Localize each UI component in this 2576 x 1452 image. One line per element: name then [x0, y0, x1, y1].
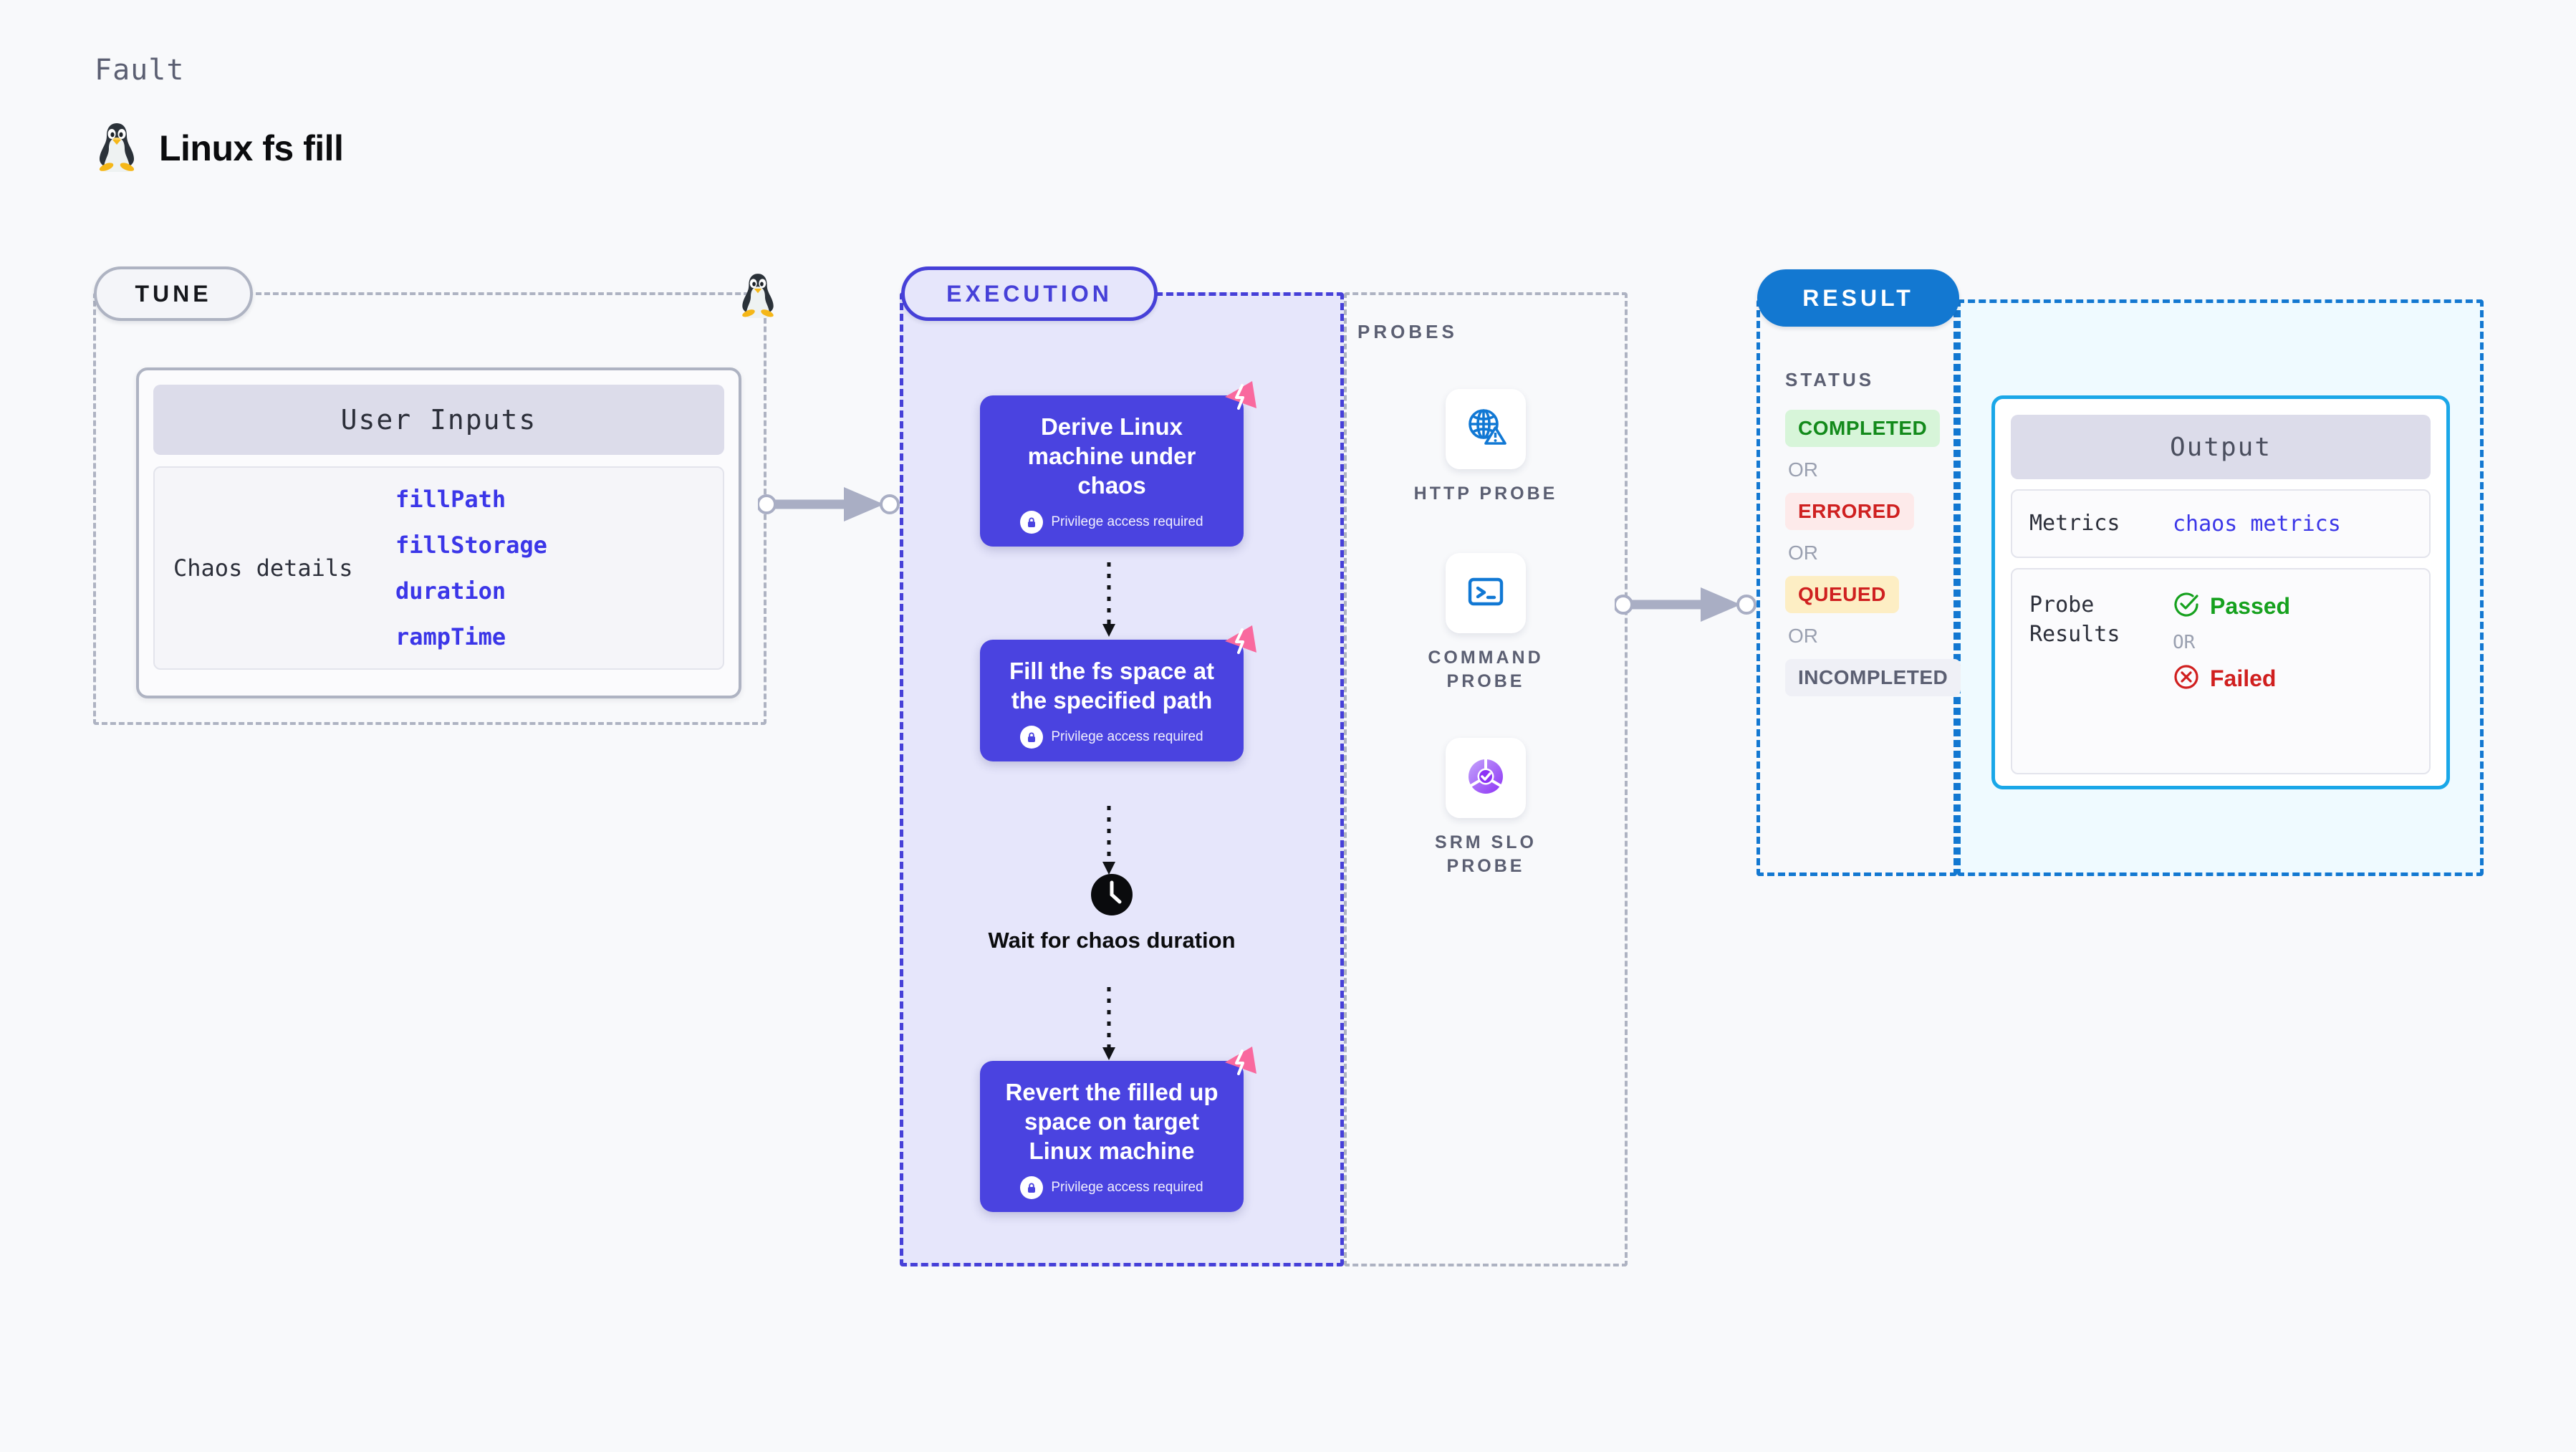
fault-corner-icon [1221, 622, 1261, 666]
linux-penguin-icon [95, 120, 139, 176]
probes-panel-border [1344, 292, 1628, 1266]
probe-result-passed: Passed [2173, 591, 2290, 622]
input-ramptime[interactable]: rampTime [395, 623, 506, 650]
probes-panel [1344, 292, 1628, 1266]
execution-arrow-1 [1101, 562, 1117, 643]
clock-icon [1090, 872, 1134, 917]
status-or-2: OR [1788, 542, 1818, 564]
execution-node-derive-title: Derive Linux machine under chaos [1027, 413, 1196, 499]
chaos-details-values: fillPath fillStorage duration rampTime [395, 486, 547, 650]
input-duration[interactable]: duration [395, 577, 506, 605]
execution-node-revert-privilege: Privilege access required [996, 1175, 1228, 1199]
probe-http-tile[interactable] [1446, 389, 1526, 469]
probe-command[interactable]: COMMAND PROBE [1403, 553, 1568, 693]
user-inputs-card: User Inputs Chaos details fillPath fillS… [136, 367, 741, 698]
connector-tune-to-execution [756, 484, 901, 528]
status-list: COMPLETED OR ERRORED OR QUEUED OR INCOMP… [1785, 410, 1961, 696]
chaos-details-row: Chaos details fillPath fillStorage durat… [153, 466, 724, 670]
probe-result-failed-label: Failed [2210, 665, 2277, 691]
probe-result-passed-label: Passed [2210, 593, 2291, 619]
execution-node-derive-privilege: Privilege access required [996, 510, 1228, 534]
status-badge-completed: COMPLETED [1785, 410, 1941, 447]
fault-kicker: Fault [95, 54, 185, 87]
status-badge-errored: ERRORED [1785, 493, 1914, 530]
probe-result-or: OR [2173, 632, 2196, 653]
input-fillpath[interactable]: fillPath [395, 486, 506, 513]
privilege-text: Privilege access required [1051, 729, 1203, 744]
page-title: Linux fs fill [159, 128, 344, 168]
status-badge-queued: QUEUED [1785, 576, 1899, 613]
x-circle-icon [2173, 663, 2200, 694]
probe-srm-slo-tile[interactable] [1446, 738, 1526, 818]
privilege-text: Privilege access required [1051, 514, 1203, 529]
probe-result-failed: Failed [2173, 663, 2290, 694]
execution-node-fill[interactable]: Fill the fs space at the specified path … [980, 625, 1256, 761]
output-metrics-label: Metrics [2029, 510, 2120, 536]
check-circle-icon [2173, 591, 2200, 622]
probe-command-label: COMMAND PROBE [1428, 648, 1544, 691]
globe-warning-icon [1464, 405, 1508, 453]
output-metrics-value[interactable]: chaos metrics [2173, 511, 2341, 537]
execution-pill[interactable]: EXECUTION [901, 266, 1158, 321]
execution-node-revert-title: Revert the filled up space on target Lin… [1005, 1079, 1219, 1164]
terminal-icon [1464, 569, 1508, 617]
lock-icon [1020, 510, 1044, 534]
output-probe-results-values: Passed OR Failed [2173, 591, 2290, 694]
slo-donut-check-icon [1464, 754, 1508, 802]
probes-title: PROBES [1357, 321, 1458, 342]
connector-probes-to-result [1613, 585, 1758, 628]
output-probe-results-label: Probe Results [2029, 592, 2120, 647]
output-card: Output Metrics chaos metrics Probe Resul… [1991, 395, 2450, 789]
lock-icon [1020, 725, 1044, 749]
execution-node-fill-privilege: Privilege access required [996, 725, 1228, 749]
execution-arrow-3 [1101, 987, 1117, 1067]
probe-srm-slo[interactable]: SRM SLO PROBE [1403, 738, 1568, 878]
probe-http[interactable]: HTTP PROBE [1403, 389, 1568, 506]
tune-pill[interactable]: TUNE [94, 266, 253, 321]
probe-http-label: HTTP PROBE [1413, 484, 1558, 504]
execution-node-revert[interactable]: Revert the filled up space on target Lin… [980, 1047, 1256, 1212]
status-title: STATUS [1785, 369, 1875, 390]
execution-arrow-2 [1101, 806, 1117, 881]
tune-linux-penguin-icon [738, 271, 778, 322]
result-pill[interactable]: RESULT [1757, 269, 1959, 327]
execution-wait-label: Wait for chaos duration [988, 928, 1236, 953]
user-inputs-heading: User Inputs [153, 385, 724, 455]
execution-node-fill-title: Fill the fs space at the specified path [1009, 658, 1215, 713]
probe-srm-slo-label: SRM SLO PROBE [1435, 832, 1537, 876]
execution-node-derive[interactable]: Derive Linux machine under chaos Privile… [980, 381, 1256, 547]
chaos-details-label: Chaos details [173, 554, 353, 582]
fault-title-row: Linux fs fill [95, 120, 344, 176]
status-badge-incompleted: INCOMPLETED [1785, 659, 1961, 696]
input-fillstorage[interactable]: fillStorage [395, 532, 547, 559]
lock-icon [1020, 1175, 1044, 1199]
privilege-text: Privilege access required [1051, 1179, 1203, 1195]
probe-command-tile[interactable] [1446, 553, 1526, 633]
status-or-1: OR [1788, 458, 1818, 481]
fault-corner-icon [1221, 378, 1261, 422]
execution-wait-block: Wait for chaos duration [980, 872, 1244, 955]
output-probe-results-row: Probe Results Passed OR [2011, 568, 2431, 774]
status-or-3: OR [1788, 625, 1818, 647]
output-heading: Output [2011, 415, 2431, 479]
fault-corner-icon [1221, 1044, 1261, 1087]
output-metrics-row: Metrics chaos metrics [2011, 489, 2431, 558]
